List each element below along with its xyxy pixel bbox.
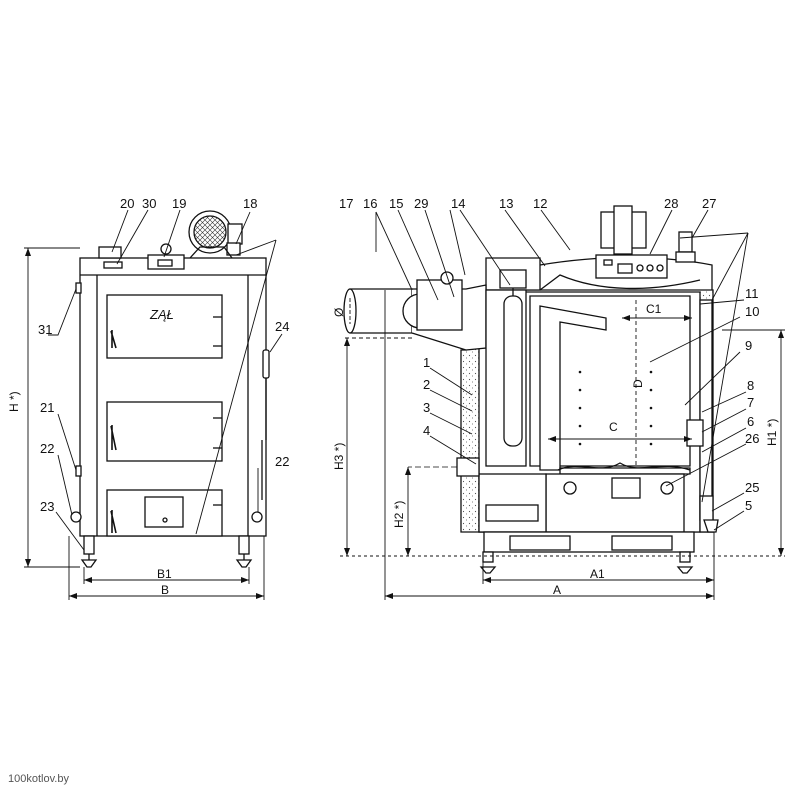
part-label-22-left: 22 [40,441,54,456]
part-label-31: 31 [38,322,52,337]
part-label-11: 11 [745,286,759,301]
front-leader-lines [48,209,283,551]
part-label-9: 9 [745,338,752,353]
part-label-4: 4 [423,423,430,438]
part-label-6: 6 [747,414,754,429]
part-label-13: 13 [499,196,513,211]
side-dimensions [340,290,785,600]
side-dimension-arrows [344,315,784,599]
part-label-12: 12 [533,196,547,211]
part-label-16: 16 [363,196,377,211]
dim-label-h: H *) [7,391,21,412]
part-label-3: 3 [423,400,430,415]
dim-label-c: C [609,420,618,434]
part-label-14: 14 [451,196,465,211]
part-label-7: 7 [747,395,754,410]
fan-icon [188,210,243,259]
brand-nameplate: ZĄŁ [149,307,174,322]
part-label-20: 20 [120,196,134,211]
dim-label-a1: A1 [590,567,605,581]
dim-label-h3: H3 *) [332,443,346,470]
part-label-30: 30 [142,196,156,211]
front-part-labels: 20 30 19 18 31 24 21 22 22 23 H *) B1 B [7,196,289,597]
part-label-22-right: 22 [275,454,289,469]
part-label-28: 28 [664,196,678,211]
part-label-15: 15 [389,196,403,211]
side-leader-lines [375,209,749,531]
dim-label-c1: C1 [646,302,662,316]
part-label-17: 17 [339,196,353,211]
side-part-labels: 17 16 15 29 14 13 12 28 27 11 10 9 8 7 6… [332,196,779,597]
part-label-23: 23 [40,499,54,514]
part-label-5: 5 [745,498,752,513]
front-dimensions [24,247,265,600]
front-view: ZĄŁ [70,210,270,568]
part-label-10: 10 [745,304,759,319]
part-label-25: 25 [745,480,759,495]
part-label-21: 21 [40,400,54,415]
dim-label-d: D [631,379,645,388]
dim-label-diameter: Ø [332,308,346,317]
part-label-2: 2 [423,377,430,392]
front-dimension-arrows [25,248,264,599]
part-label-26: 26 [745,431,759,446]
part-label-19: 19 [172,196,186,211]
part-label-1: 1 [423,355,430,370]
dim-label-h1: H1 *) [765,419,779,446]
dim-label-h2: H2 *) [392,501,406,528]
part-label-8: 8 [747,378,754,393]
part-label-27: 27 [702,196,716,211]
dim-label-a: A [553,583,561,597]
air-holes [578,370,653,446]
part-label-24: 24 [275,319,289,334]
part-label-29: 29 [414,196,428,211]
part-label-18: 18 [243,196,257,211]
dim-label-b1: B1 [157,567,172,581]
watermark: 100kotlov.by [8,773,69,785]
dim-label-b: B [161,583,169,597]
side-view [343,205,719,574]
